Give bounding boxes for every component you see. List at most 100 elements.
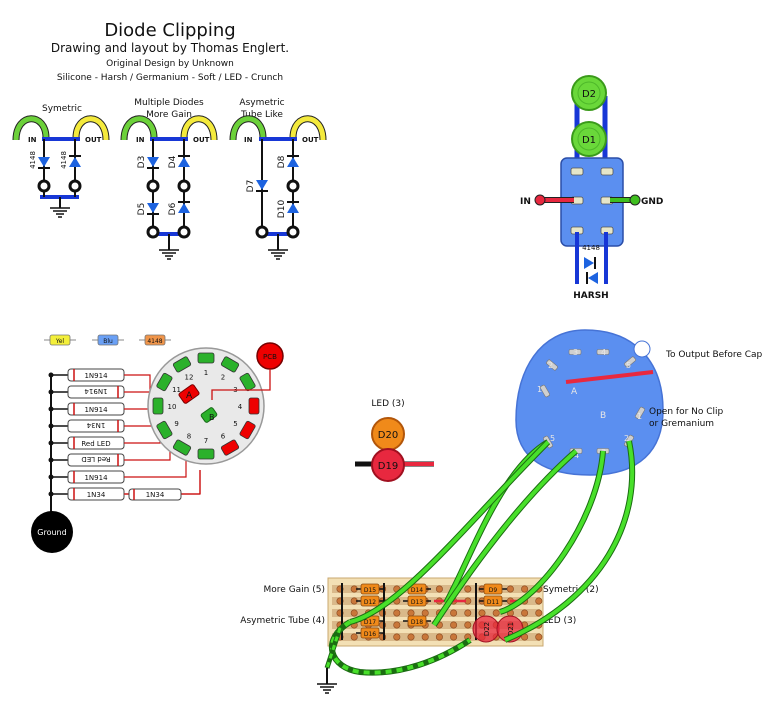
rotary-lug <box>540 384 550 398</box>
ring-number: 6 <box>221 432 226 440</box>
diode-body <box>128 488 182 501</box>
out-wire <box>73 116 109 141</box>
board-diode-label: D17 <box>364 619 376 626</box>
rotary-lug <box>568 349 582 355</box>
asymetric-title-2: Tube Like <box>240 110 283 120</box>
diode-symbol <box>178 203 190 213</box>
pad <box>68 179 82 193</box>
ground-symbol <box>317 683 337 694</box>
toggle-switch: D2 D1 IN GND 4148 HARSH <box>520 75 663 301</box>
board-hole <box>535 597 543 605</box>
board-led-label: LED (3) <box>543 616 576 626</box>
pole-b-contact <box>200 407 218 423</box>
d1-led <box>571 121 607 157</box>
board-hole <box>393 609 401 617</box>
pad <box>286 179 300 193</box>
board-diode: D11 <box>479 595 507 607</box>
diode-symbol <box>584 257 594 269</box>
ground-symbol <box>159 249 179 260</box>
junction <box>48 491 54 497</box>
flying-wire <box>432 449 578 627</box>
yel-label: Yel <box>55 338 65 345</box>
wired-diode-label: 1N34 <box>87 491 106 499</box>
rotary-lug-number: 1 <box>637 412 642 421</box>
multiple-title-2: More Gain <box>146 110 192 120</box>
ring-contact <box>239 372 256 392</box>
d3-label: D3 <box>137 156 147 169</box>
board-hole <box>521 585 529 593</box>
board-diode-label: D15 <box>364 587 376 594</box>
board-diode-label: D18 <box>411 619 423 626</box>
ring-contact <box>156 372 173 392</box>
diode-symbol <box>147 157 159 167</box>
ring-number: 1 <box>204 369 208 377</box>
board-hole <box>450 633 458 641</box>
diode-body <box>360 583 380 595</box>
ring-contact <box>220 439 240 456</box>
ring-number: 8 <box>187 432 191 440</box>
board-diode-label: D12 <box>364 599 376 606</box>
ground-lead <box>325 627 342 669</box>
switch-gnd-label: GND <box>641 197 663 207</box>
diode-symbol <box>287 203 299 213</box>
d19-label: D19 <box>378 461 398 472</box>
board-hole <box>407 633 415 641</box>
rotary-lug-number: 3 <box>573 348 578 357</box>
board-diode-label: D14 <box>411 587 423 594</box>
rotary-lug-number: 5 <box>626 361 631 370</box>
wired-diode: 1N34 <box>48 419 156 433</box>
board-diode: D13 <box>403 595 431 607</box>
in-label: IN <box>136 136 145 144</box>
pad <box>177 225 191 239</box>
ring-number: 9 <box>174 420 178 428</box>
multiple-title-1: Multiple Diodes <box>134 98 204 108</box>
rotary-lug-number: 4 <box>601 348 606 357</box>
in-label: IN <box>28 136 37 144</box>
ground-symbol <box>268 249 288 260</box>
wired-diode: 1N914 <box>48 460 187 484</box>
wire <box>124 374 151 404</box>
ring-number: 7 <box>204 437 208 445</box>
d6-label: D6 <box>168 202 178 215</box>
ring-contact <box>239 420 256 440</box>
diode-symbol <box>287 157 299 167</box>
diode-body <box>407 595 427 607</box>
diode-symbol <box>69 157 81 167</box>
board-hole <box>521 609 529 617</box>
wired-diode-label: 1N914 <box>84 372 108 380</box>
d10-label: D10 <box>277 200 287 219</box>
board-diode-label: D13 <box>411 599 423 606</box>
board-hole <box>421 609 429 617</box>
diode-symbol <box>147 203 159 213</box>
out-wire <box>181 116 217 141</box>
junction <box>48 372 54 378</box>
wired-diode-label: 1N914 <box>84 387 108 395</box>
board-diode: D12 <box>356 595 384 607</box>
ring-number: 5 <box>233 420 237 428</box>
wire <box>124 408 151 422</box>
d5-label: D5 <box>137 203 147 216</box>
diode-b-label: 4148 <box>60 151 68 169</box>
yel-part <box>49 334 71 346</box>
d8-label: D8 <box>277 155 287 168</box>
junction <box>48 406 54 412</box>
pad <box>177 179 191 193</box>
wire <box>124 460 187 478</box>
rotary-lug-number: 2 <box>624 434 629 443</box>
out-label: OUT <box>85 136 102 144</box>
rotary-lug-number: 4 <box>574 451 579 460</box>
symetric-label: Symetric (2) <box>543 585 599 595</box>
asym-tube-label: Asymetric Tube (4) <box>240 616 325 626</box>
out-label: OUT <box>302 136 319 144</box>
board-diode: D18 <box>403 615 431 627</box>
board-hole <box>478 609 486 617</box>
wire <box>124 440 161 444</box>
board-diode: D9 <box>479 583 507 595</box>
ring-contact <box>156 420 173 440</box>
header: Diode Clipping Drawing and layout by Tho… <box>51 20 289 83</box>
ground-wire <box>329 620 472 675</box>
wire <box>124 425 156 430</box>
